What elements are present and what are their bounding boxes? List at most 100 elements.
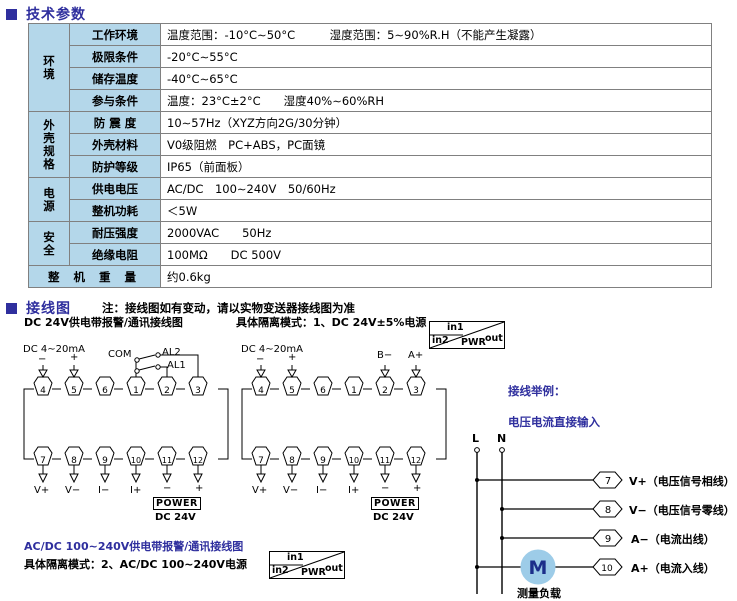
- terminal-12: 12: [411, 456, 421, 465]
- group-cell-housing: 外壳规格: [28, 111, 70, 178]
- group-cell-environment: 环境: [28, 23, 70, 112]
- example-terminal-7: 7: [605, 476, 611, 487]
- diagram-left-svg: 4 5 6 1 2 3 7 8 9 10 11 12: [23, 352, 229, 484]
- sub-cell: 耐压强度: [69, 221, 161, 244]
- value-cell: ＜5W: [160, 199, 712, 222]
- example-label-10: A+（电流入线）: [631, 562, 715, 575]
- isolation-diagram-1: in1 in2 out PWR: [429, 321, 505, 349]
- diagram-left-dc-label: DC 4∼20mA: [23, 344, 85, 355]
- motor-load-label: 测量负载: [517, 587, 561, 600]
- table-row: 外壳材料 V0级阻燃 PC+ABS，PC面镜: [29, 133, 712, 156]
- sub-cell: 整机功耗: [69, 199, 161, 222]
- spec-table-body: 环境 工作环境 温度范围：-10°C∼50°C 湿度范围：5∼90%R.H（不能…: [28, 23, 712, 288]
- example-title: 接线举例：: [508, 384, 566, 398]
- bullet-square-icon: [6, 8, 17, 20]
- example-label-8: V−（电压信号零线）: [629, 504, 735, 517]
- terminal-7: 7: [258, 456, 264, 466]
- comm-a-label: A+: [408, 350, 424, 361]
- table-row: 极限条件 -20°C∼55°C: [29, 45, 712, 68]
- value-cell: AC/DC 100∼240V 50/60Hz: [160, 177, 712, 200]
- example-label-9: A−（电流出线）: [631, 533, 715, 546]
- table-row: 参与条件 温度：23°C±2°C 湿度40%∼60%RH: [29, 89, 712, 112]
- diagram-right-svg: 4 5 6 1 2 3 7 8 9 10 11 12: [241, 365, 447, 484]
- terminal-6: 6: [320, 386, 326, 396]
- rail-n-label: N: [497, 432, 507, 445]
- bottom-label-i-minus: I−: [316, 485, 328, 496]
- iso1-pwr-label: PWR: [461, 337, 486, 348]
- table-row: 环境 工作环境 温度范围：-10°C∼50°C 湿度范围：5∼90%R.H（不能…: [28, 23, 712, 112]
- spec-section-header: 技术参数: [6, 4, 86, 24]
- terminal-1: 1: [133, 386, 139, 396]
- power-box-label: POWER: [153, 497, 201, 510]
- value-cell: 100MΩ DC 500V: [160, 243, 712, 266]
- example-label-7: V+（电压信号相线）: [629, 475, 735, 488]
- bottom-label-v-plus: V+: [252, 485, 268, 496]
- bottom-label-power-plus: +: [195, 483, 204, 494]
- isolation-diagram-2: in1 in2 out PWR: [269, 551, 345, 579]
- value-cell: 2000VAC 50Hz: [160, 221, 712, 244]
- iso1-out-label: out: [485, 333, 503, 344]
- example-subtitle: 电压电流直接输入: [508, 415, 600, 429]
- bottom-label-i-plus: I+: [130, 485, 142, 496]
- isolation-2-caption: AC/DC 100∼240V供电带报警/通讯接线图: [24, 540, 244, 553]
- bottom-label-i-minus: I−: [98, 485, 110, 496]
- rail-l-label: L: [472, 432, 480, 445]
- relay-com-label: COM: [108, 349, 132, 360]
- page-title: 技术参数: [26, 7, 86, 23]
- relay-al1-label: AL1: [167, 360, 186, 371]
- iso1-in2-label: in2: [432, 335, 449, 346]
- terminal-5: 5: [71, 386, 77, 396]
- iso2-in1-label: in1: [287, 552, 304, 563]
- terminal-6: 6: [102, 386, 108, 396]
- terminal-1: 1: [351, 386, 357, 396]
- sub-cell: 供电电压: [69, 177, 161, 200]
- iso2-out-label: out: [325, 563, 343, 574]
- terminal-10: 10: [349, 456, 359, 465]
- value-cell: -20°C∼55°C: [160, 45, 712, 68]
- isolation-mode-2-text: 具体隔离模式：2、AC/DC 100∼240V电源: [24, 558, 247, 571]
- table-row: 绝缘电阻 100MΩ DC 500V: [29, 243, 712, 266]
- bottom-label-v-minus: V−: [283, 485, 299, 496]
- sub-cell: 工作环境: [69, 23, 161, 46]
- terminal-9: 9: [102, 456, 108, 466]
- terminal-12: 12: [193, 456, 203, 465]
- sub-cell: 参与条件: [69, 89, 161, 112]
- value-cell: IP65（前面板）: [160, 155, 712, 178]
- group-cell-power: 电源: [28, 177, 70, 222]
- power-box-voltage: DC 24V: [373, 512, 414, 523]
- terminal-8: 8: [289, 456, 295, 466]
- example-terminal-8: 8: [605, 505, 611, 516]
- table-row: 整 机 重 量 约0.6kg: [28, 265, 712, 288]
- spec-table: 环境 工作环境 温度范围：-10°C∼50°C 湿度范围：5∼90%R.H（不能…: [28, 23, 712, 288]
- terminal-3: 3: [413, 386, 419, 396]
- terminal-4: 4: [258, 386, 264, 396]
- diagram-left-caption: DC 24V供电带报警/通讯接线图: [24, 316, 183, 329]
- table-row: 安全 耐压强度 2000VAC 50Hz: [28, 221, 712, 266]
- table-row: 储存温度 -40°C∼65°C: [29, 67, 712, 90]
- relay-al2-label: AL2: [162, 347, 181, 358]
- bullet-square-icon: [6, 302, 17, 314]
- wiring-title: 接线图: [26, 301, 71, 317]
- diagram-right-minus-label: −: [256, 354, 265, 365]
- diagram-right-dc-label: DC 4∼20mA: [241, 344, 303, 355]
- diagram-left: 4 5 6 1 2 3 7 8 9 10 11 12 DC 4∼20mA − +…: [22, 344, 242, 537]
- sub-cell: 极限条件: [69, 45, 161, 68]
- sub-cell: 防护等级: [69, 155, 161, 178]
- sub-cell: 防 震 度: [69, 111, 161, 134]
- wiring-section-header: 接线图 注：接线图如有变动，请以实物变送器接线图为准: [6, 298, 355, 318]
- example-terminal-9: 9: [605, 534, 611, 545]
- terminal-10: 10: [131, 456, 141, 465]
- bottom-label-v-plus: V+: [34, 485, 50, 496]
- iso1-in1-label: in1: [447, 322, 464, 333]
- sub-cell: 外壳材料: [69, 133, 161, 156]
- wiring-note: 注：接线图如有变动，请以实物变送器接线图为准: [102, 301, 355, 315]
- terminal-3: 3: [195, 386, 201, 396]
- sub-cell: 储存温度: [69, 67, 161, 90]
- terminal-11: 11: [162, 456, 172, 465]
- terminal-2: 2: [382, 386, 388, 396]
- value-cell: 10∼57Hz（XYZ方向2G/30分钟）: [160, 111, 712, 134]
- terminal-2: 2: [164, 386, 170, 396]
- value-cell: -40°C∼65°C: [160, 67, 712, 90]
- table-row: 防护等级 IP65（前面板）: [29, 155, 712, 178]
- terminal-7: 7: [40, 456, 46, 466]
